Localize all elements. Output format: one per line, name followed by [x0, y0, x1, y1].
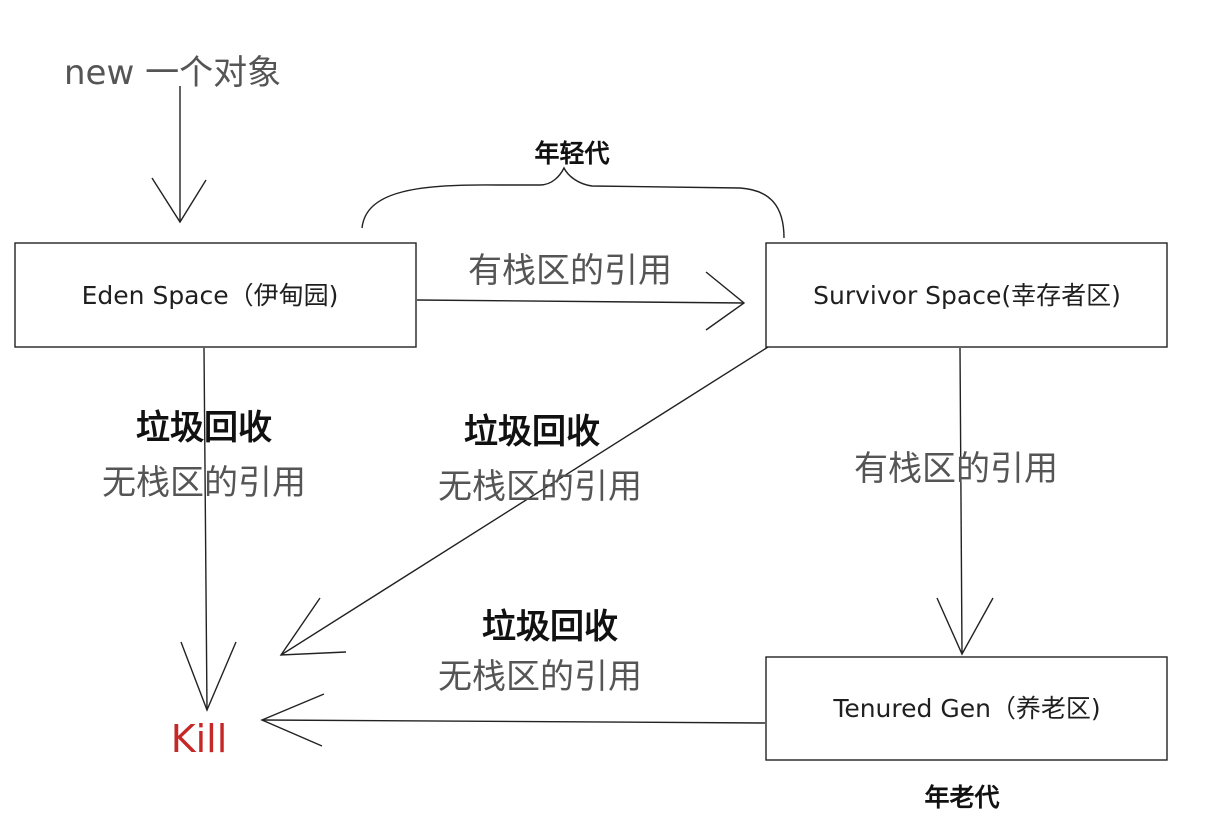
edge-tenured-to-kill: [260, 693, 766, 747]
edge-tenured-to-kill-label-strong: 垃圾回收: [482, 607, 618, 647]
edge-survivor-to-kill: [279, 346, 769, 656]
edge-eden-to-kill: [180, 347, 237, 712]
eden-space-box: Eden Space（伊甸园): [14, 242, 417, 348]
young-gen-brace: [361, 166, 785, 239]
edge-eden-to-kill-label-strong: 垃圾回收: [136, 408, 272, 448]
edge-eden-to-kill-label: 无栈区的引用: [102, 463, 306, 503]
edge-survivor-to-tenured: [936, 347, 994, 656]
tenured-gen-label: Tenured Gen（养老区): [832, 694, 1100, 723]
start-label: new 一个对象: [64, 53, 281, 93]
edge-survivor-to-kill-label-strong: 垃圾回收: [464, 412, 600, 452]
kill-label: Kill: [171, 717, 228, 761]
edge-survivor-to-tenured-label: 有栈区的引用: [854, 449, 1058, 489]
young-gen-label: 年轻代: [534, 139, 609, 168]
edge-survivor-to-kill-label: 无栈区的引用: [438, 467, 642, 507]
survivor-space-label: Survivor Space(幸存者区): [813, 281, 1121, 310]
old-gen-label: 年老代: [924, 783, 999, 812]
edge-tenured-to-kill-label: 无栈区的引用: [438, 657, 642, 697]
survivor-space-box: Survivor Space(幸存者区): [765, 242, 1168, 348]
tenured-gen-box: Tenured Gen（养老区): [765, 656, 1168, 761]
eden-space-label: Eden Space（伊甸园): [82, 281, 339, 310]
edge-new-to-eden: [151, 86, 207, 224]
edge-eden-to-survivor-label: 有栈区的引用: [468, 251, 672, 291]
edge-eden-to-survivor: [416, 271, 746, 331]
